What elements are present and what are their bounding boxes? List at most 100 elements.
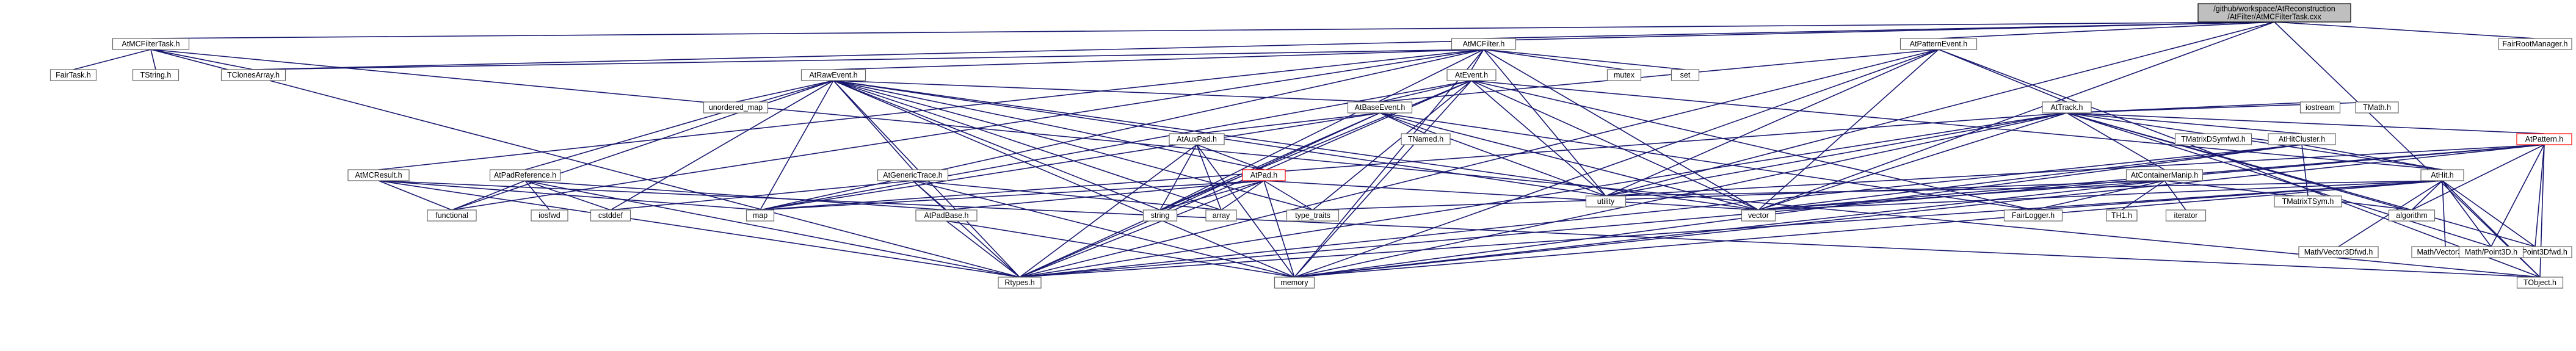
node-label: FairLogger.h: [2012, 211, 2055, 220]
edge-padreference-h-to-padbase-h: [524, 180, 947, 211]
node-tstring-h[interactable]: TString.h: [132, 69, 180, 81]
node-iosfwd[interactable]: iosfwd: [531, 209, 568, 222]
edge-patternevent-h-to-vector: [1758, 49, 1939, 211]
edge-baseevent-h-to-tnamed-h: [1379, 112, 1426, 134]
node-tmatrixtsym-h[interactable]: TMatrixTSym.h: [2274, 195, 2342, 208]
node-label: FairTask.h: [56, 71, 91, 79]
node-box: [1242, 169, 1286, 181]
node-label: /github/workspace/AtReconstruction: [2213, 5, 2335, 13]
node-utility[interactable]: utility: [1585, 195, 1627, 208]
edge-hit-h-to-algorithm: [2411, 180, 2443, 211]
node-box: [2268, 133, 2336, 145]
node-patternevent-h[interactable]: AtPatternEvent.h: [1899, 38, 1978, 50]
node-type-traits[interactable]: type_traits: [1286, 209, 1340, 222]
node-iostream[interactable]: iostream: [2299, 101, 2341, 114]
node-label: TString.h: [140, 71, 172, 79]
node-map[interactable]: map: [746, 209, 775, 222]
node-label: AtHit.h: [2431, 171, 2454, 179]
edge-mcresult-h-to-tobject-h: [378, 180, 2541, 278]
node-functional[interactable]: functional: [427, 209, 477, 222]
node-box: [1671, 69, 1700, 81]
node-auxpad-h[interactable]: AtAuxPad.h: [1169, 133, 1225, 145]
node-tmatrixdsymfwd-h[interactable]: TMatrixDSymfwd.h: [2174, 133, 2252, 145]
node-fairrootmanager-h[interactable]: FairRootManager.h: [2498, 38, 2572, 50]
node-label: AtGenericTrace.h: [883, 171, 943, 179]
edge-event-h-to-type-traits: [1312, 80, 1472, 211]
edge-rawevent-h-to-padreference-h: [524, 80, 834, 170]
edge-mcfilter-h-to-tclonesarray-h: [253, 49, 1484, 70]
edge-event-h-to-utility: [1471, 80, 1606, 197]
node-fairtask-h[interactable]: FairTask.h: [49, 69, 97, 81]
node-algorithm[interactable]: algorithm: [2388, 209, 2436, 222]
edge-containermanip-h-to-algorithm: [2164, 180, 2412, 211]
node-tmath-h[interactable]: TMath.h: [2355, 101, 2399, 114]
node-tnamed-h[interactable]: TNamed.h: [1401, 133, 1451, 145]
edge-rawevent-h-to-pad-h: [833, 80, 1264, 170]
edge-padbase-h-to-memory: [946, 220, 1295, 278]
node-iterator[interactable]: iterator: [2165, 209, 2207, 222]
edge-rawevent-h-to-functional: [451, 80, 834, 211]
edge-pattern-h-to-mathpoint3dfwd-h: [2534, 144, 2545, 247]
node-mathvector3dfwd-h[interactable]: Math/Vector3Dfwd.h: [2298, 246, 2379, 258]
edge-mcfiltertask-h-to-fairtask-h: [73, 49, 151, 70]
node-rawevent-h[interactable]: AtRawEvent.h: [800, 69, 866, 81]
node-th1-h[interactable]: TH1.h: [2106, 209, 2138, 222]
edge-rawevent-h-to-string: [833, 80, 1161, 211]
node-event-h[interactable]: AtEvent.h: [1446, 69, 1497, 81]
node-label: Rtypes.h: [1004, 278, 1034, 287]
edge-mcfiltertask-h-to-tclonesarray-h: [150, 49, 254, 70]
edge-auxpad-h-to-pad-h: [1196, 144, 1264, 170]
edge-event-h-to-fairlogger-h: [1471, 80, 2034, 211]
node-label: vector: [1748, 211, 1769, 220]
node-cstddef[interactable]: cstddef: [590, 209, 631, 222]
node-set[interactable]: set: [1671, 69, 1700, 81]
edge-track-h-to-containermanip-h: [2066, 112, 2165, 170]
edge-patternevent-h-to-track-h: [1938, 49, 2067, 103]
node-mcfilter-h[interactable]: AtMCFilter.h: [1451, 38, 1517, 50]
node-label: TObject.h: [2523, 278, 2556, 287]
node-track-h[interactable]: AtTrack.h: [2042, 101, 2092, 114]
node-box: [1205, 209, 1237, 222]
edge-mcfilter-h-to-map: [760, 49, 1484, 211]
node-label: AtRawEvent.h: [809, 71, 857, 79]
node-padreference-h[interactable]: AtPadReference.h: [489, 169, 561, 181]
edge-rawevent-h-to-vector: [833, 80, 1759, 211]
edge-mcfiltertask-h-to-tobject-h: [150, 49, 2541, 278]
node-tobject-h[interactable]: TObject.h: [2516, 277, 2564, 289]
node-mathpoint3d-h[interactable]: Math/Point3D.h: [2458, 246, 2524, 258]
node-box: [489, 169, 561, 181]
edge-rawevent-h-to-unordered-map: [735, 80, 834, 103]
node-unordered-map[interactable]: unordered_map: [703, 101, 769, 114]
node-containermanip-h[interactable]: AtContainerManip.h: [2125, 169, 2204, 181]
edge-patternevent-h-to-utility: [1605, 49, 1939, 197]
node-fairlogger-h[interactable]: FairLogger.h: [2003, 209, 2063, 222]
node-hitcluster-h[interactable]: AtHitCluster.h: [2268, 133, 2336, 145]
node-root[interactable]: /github/workspace/AtReconstruction/AtFil…: [2197, 3, 2351, 23]
node-vector[interactable]: vector: [1741, 209, 1776, 222]
edge-padreference-h-to-functional: [451, 180, 526, 211]
node-tclonesarray-h[interactable]: TClonesArray.h: [220, 69, 286, 81]
node-generictrace-h[interactable]: AtGenericTrace.h: [877, 169, 949, 181]
node-mutex[interactable]: mutex: [1606, 69, 1642, 81]
node-baseevent-h[interactable]: AtBaseEvent.h: [1347, 101, 1413, 114]
node-memory[interactable]: memory: [1274, 277, 1315, 289]
node-label: TNamed.h: [1408, 135, 1443, 143]
node-hit-h[interactable]: AtHit.h: [2420, 169, 2464, 181]
node-pad-h[interactable]: AtPad.h: [1242, 169, 1286, 181]
node-label: TMath.h: [2363, 103, 2391, 112]
node-box: [800, 69, 866, 81]
node-box: [2042, 101, 2092, 114]
edge-baseevent-h-to-map: [760, 112, 1381, 211]
node-array[interactable]: array: [1205, 209, 1237, 222]
edge-track-h-to-map: [760, 112, 2067, 211]
node-label: AtPadReference.h: [494, 171, 556, 179]
node-string[interactable]: string: [1142, 209, 1178, 222]
node-pattern-h[interactable]: AtPattern.h: [2516, 133, 2572, 145]
node-label: cstddef: [598, 211, 623, 220]
node-mcfiltertask-h[interactable]: AtMCFilterTask.h: [112, 38, 190, 50]
node-rtypes-h[interactable]: Rtypes.h: [998, 277, 1042, 289]
node-padbase-h[interactable]: AtPadBase.h: [915, 209, 978, 222]
edge-patternevent-h-to-rtypes-h: [1019, 49, 1939, 278]
node-mcresult-h[interactable]: AtMCResult.h: [347, 169, 410, 181]
edge-pattern-h-to-memory: [1294, 144, 2545, 278]
